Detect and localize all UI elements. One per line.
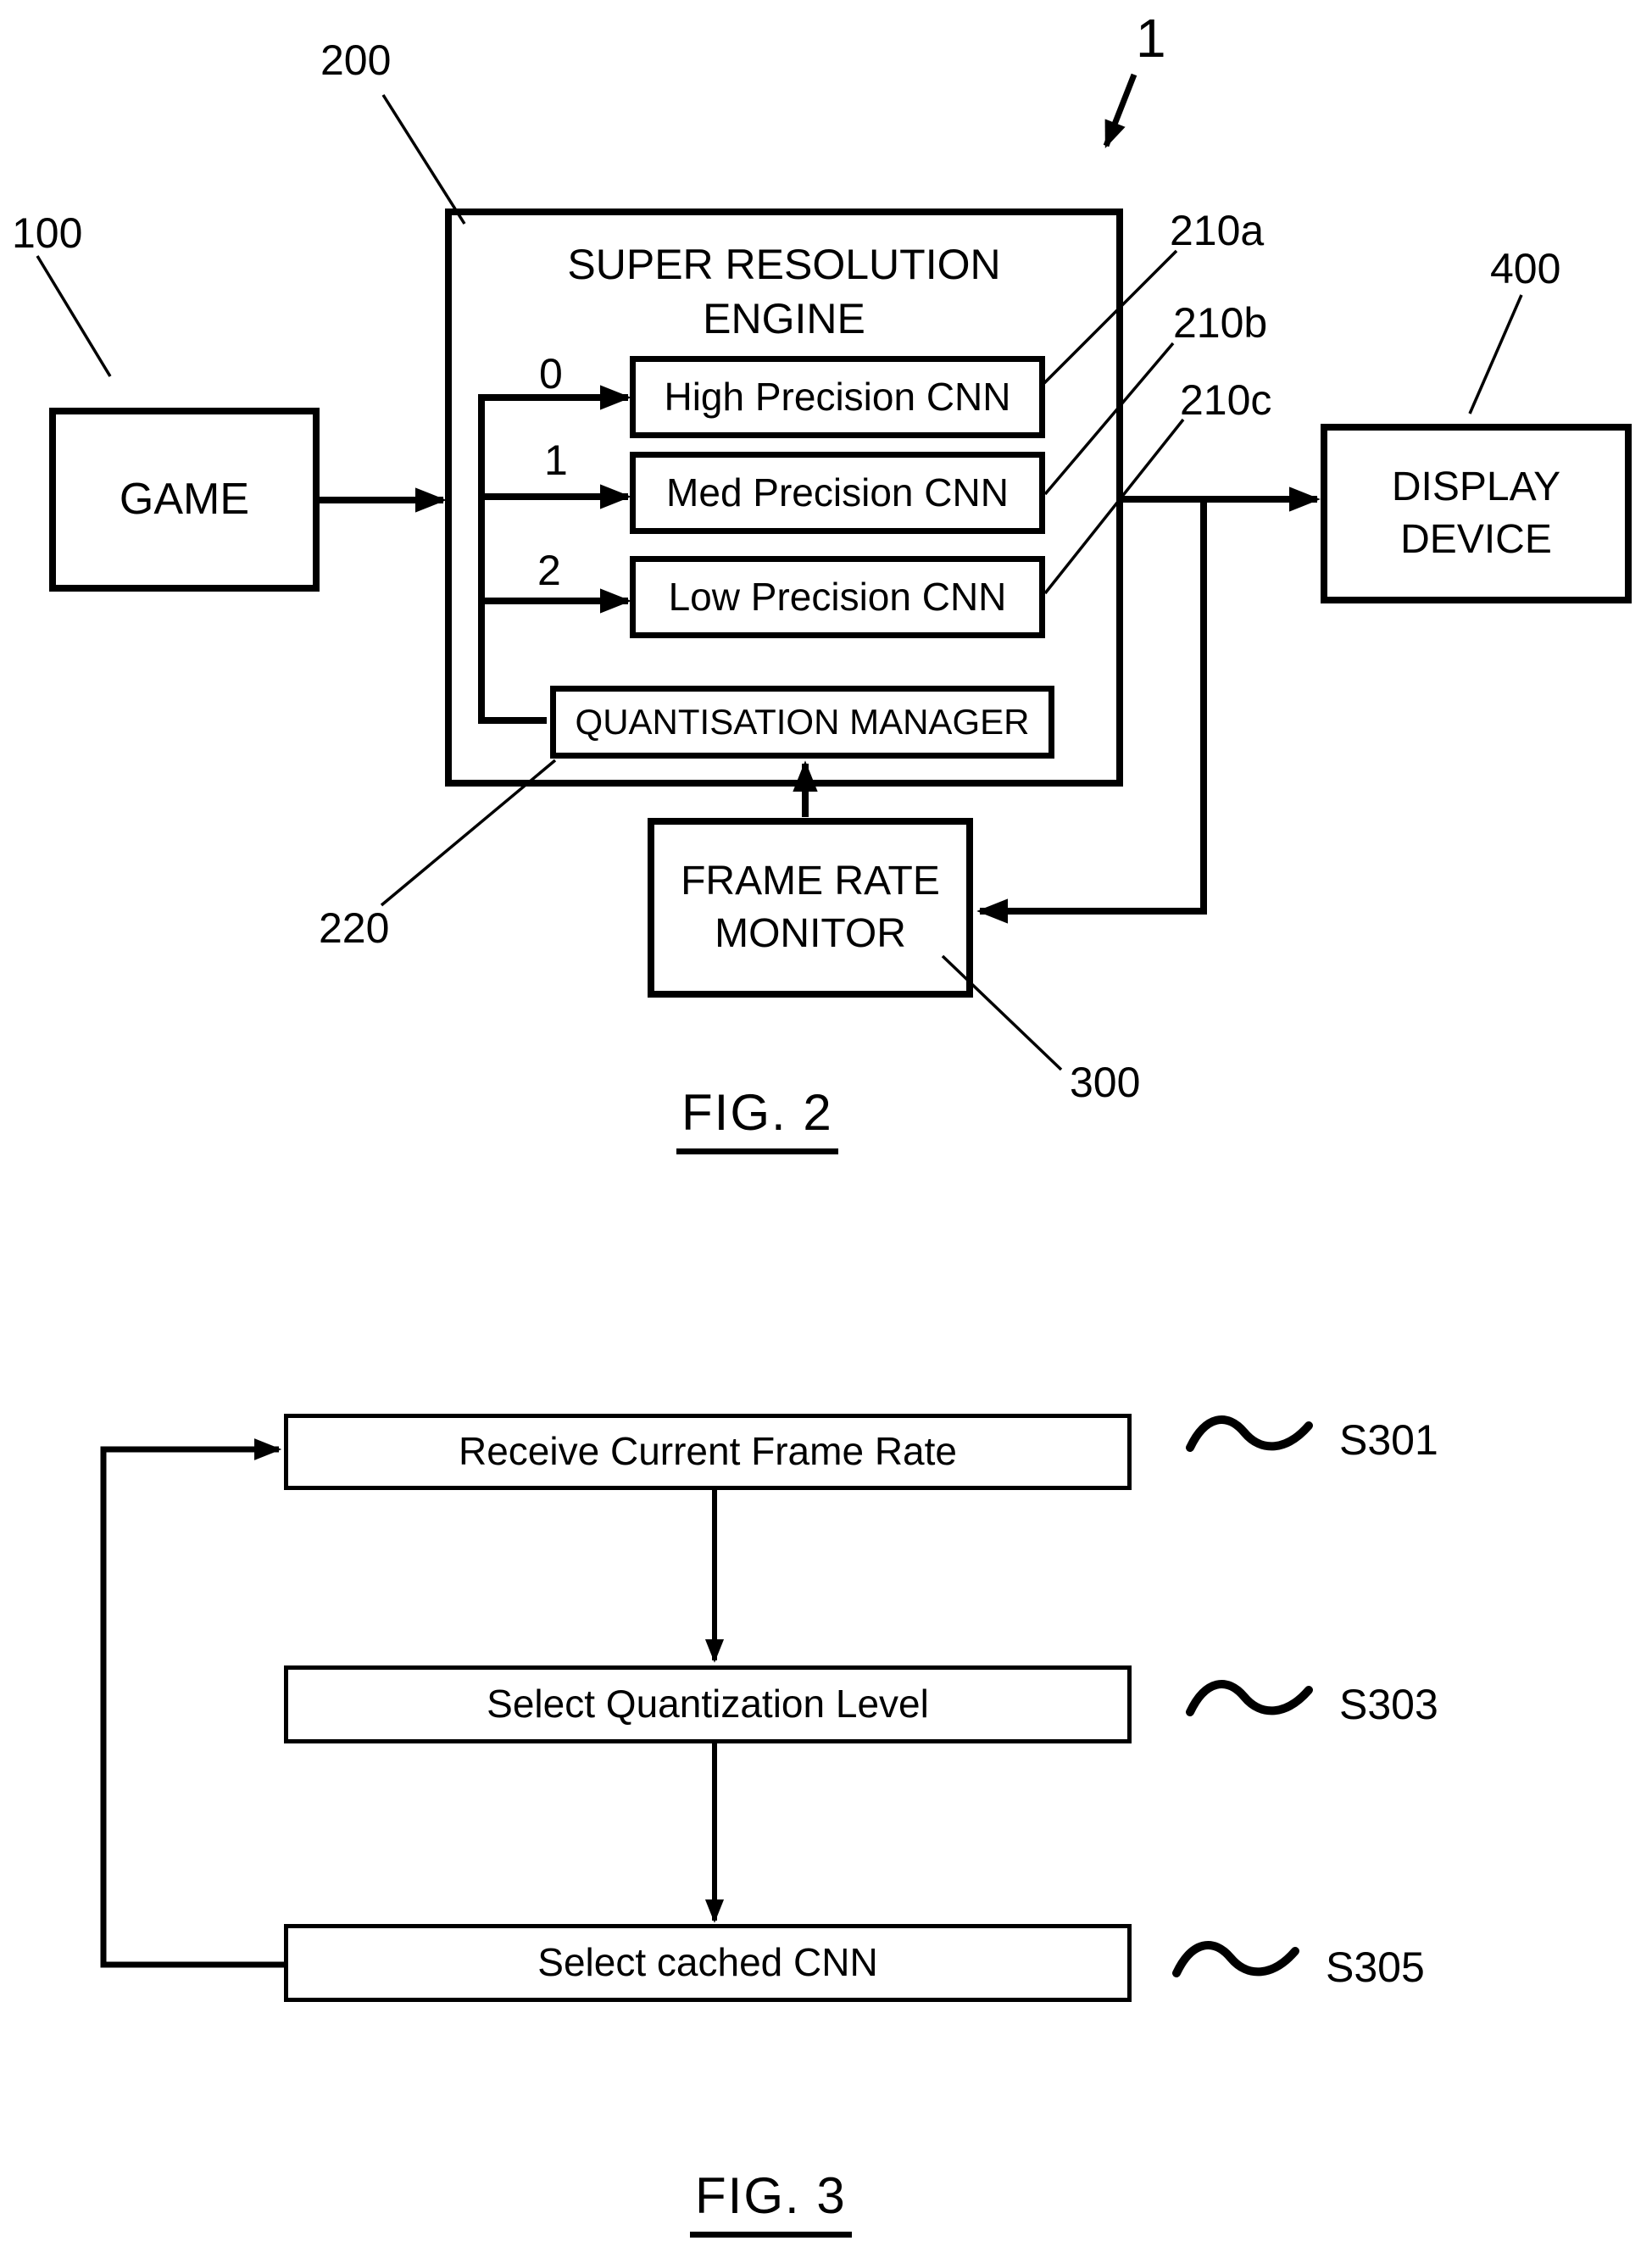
step-select-quantization-level-label: Select Quantization Level: [487, 1682, 929, 1727]
display-device-label-line1: DISPLAY: [1391, 464, 1561, 509]
ref-400: 400: [1490, 245, 1561, 292]
ref-210a: 210a: [1170, 207, 1265, 254]
high-precision-cnn-box: High Precision CNN: [630, 356, 1045, 438]
fig2-system-pointer-arrow: [1103, 73, 1137, 148]
high-precision-cnn-label: High Precision CNN: [664, 374, 1011, 419]
fig3-caption: FIG. 3: [690, 2166, 852, 2238]
ref-s303: S303: [1339, 1681, 1438, 1728]
ref-400-pointer-line: [1468, 294, 1523, 414]
s305-squiggle: [1172, 1941, 1299, 1977]
display-device-label-line2: DEVICE: [1400, 517, 1552, 562]
step-select-cached-cnn-label: Select cached CNN: [537, 1940, 878, 1985]
super-resolution-engine-title: SUPER RESOLUTION ENGINE: [452, 237, 1116, 346]
quantisation-manager-box: QUANTISATION MANAGER: [550, 686, 1054, 759]
ref-200-pointer-line: [381, 94, 466, 225]
frame-rate-monitor-label-line2: MONITOR: [715, 911, 906, 956]
game-box: GAME: [49, 408, 320, 592]
ref-200: 200: [320, 36, 392, 84]
engine-title-line1: SUPER RESOLUTION: [567, 241, 1001, 288]
s301-squiggle: [1186, 1415, 1313, 1452]
low-precision-cnn-box: Low Precision CNN: [630, 556, 1045, 638]
ref-s305: S305: [1326, 1943, 1425, 1991]
s303-squiggle: [1186, 1680, 1313, 1716]
ref-300: 300: [1070, 1059, 1141, 1106]
quantisation-level-1: 1: [544, 436, 568, 484]
quantisation-level-2: 2: [537, 547, 561, 594]
quantisation-manager-label: QUANTISATION MANAGER: [575, 701, 1030, 742]
fig3-loop-line: [100, 1438, 284, 1968]
engine-title-line2: ENGINE: [703, 295, 865, 342]
step-receive-frame-rate-label: Receive Current Frame Rate: [459, 1429, 957, 1474]
step-select-cached-cnn-box: Select cached CNN: [284, 1924, 1132, 2002]
ref-210c: 210c: [1180, 376, 1272, 424]
ref-220: 220: [319, 904, 390, 952]
ref-210b: 210b: [1173, 299, 1268, 347]
step-receive-frame-rate-box: Receive Current Frame Rate: [284, 1414, 1132, 1490]
quantisation-level-0: 0: [539, 350, 563, 398]
ref-100: 100: [12, 209, 83, 257]
display-device-box: DISPLAY DEVICE: [1321, 424, 1632, 603]
low-precision-cnn-label: Low Precision CNN: [668, 574, 1007, 619]
ref-1: 1: [1136, 8, 1166, 69]
game-label: GAME: [119, 474, 250, 524]
fig2-caption: FIG. 2: [676, 1083, 838, 1154]
ref-100-pointer-line: [36, 255, 112, 377]
frame-rate-monitor-box: FRAME RATE MONITOR: [648, 818, 973, 998]
step-select-quantization-level-box: Select Quantization Level: [284, 1665, 1132, 1743]
frame-rate-monitor-label-line1: FRAME RATE: [681, 858, 940, 904]
med-precision-cnn-label: Med Precision CNN: [666, 470, 1009, 514]
ref-s301: S301: [1339, 1416, 1438, 1464]
med-precision-cnn-box: Med Precision CNN: [630, 452, 1045, 534]
